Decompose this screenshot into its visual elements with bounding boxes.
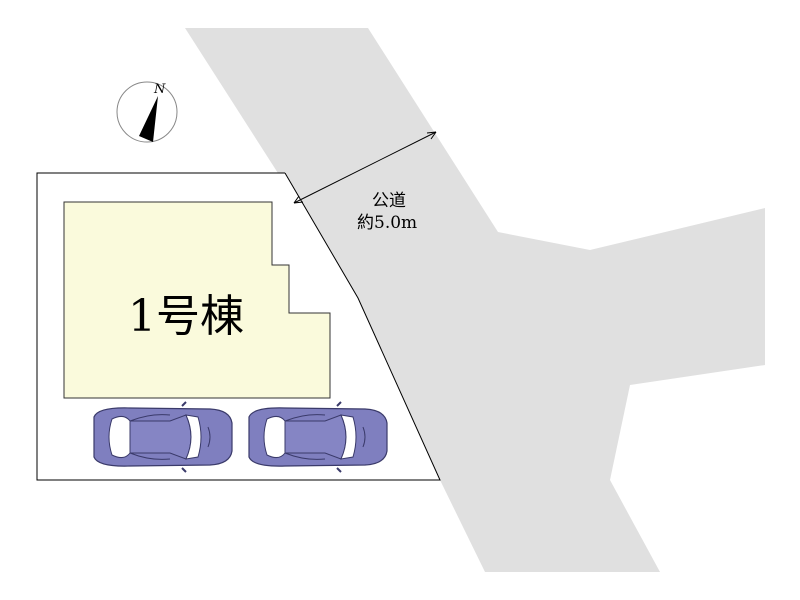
building-footprint bbox=[63, 201, 331, 399]
north-label: N bbox=[153, 82, 166, 97]
parking-car-1 bbox=[93, 401, 233, 473]
road-width-dimension bbox=[293, 131, 437, 204]
road-type-label: 公道 bbox=[372, 191, 406, 211]
north-compass: N bbox=[116, 81, 178, 143]
public-road bbox=[185, 28, 765, 572]
road-width-label: 約5.0m bbox=[357, 213, 418, 233]
parking-car-2 bbox=[248, 401, 388, 473]
north-arrow-icon bbox=[139, 96, 158, 142]
building-label: 1号棟 bbox=[128, 291, 244, 342]
